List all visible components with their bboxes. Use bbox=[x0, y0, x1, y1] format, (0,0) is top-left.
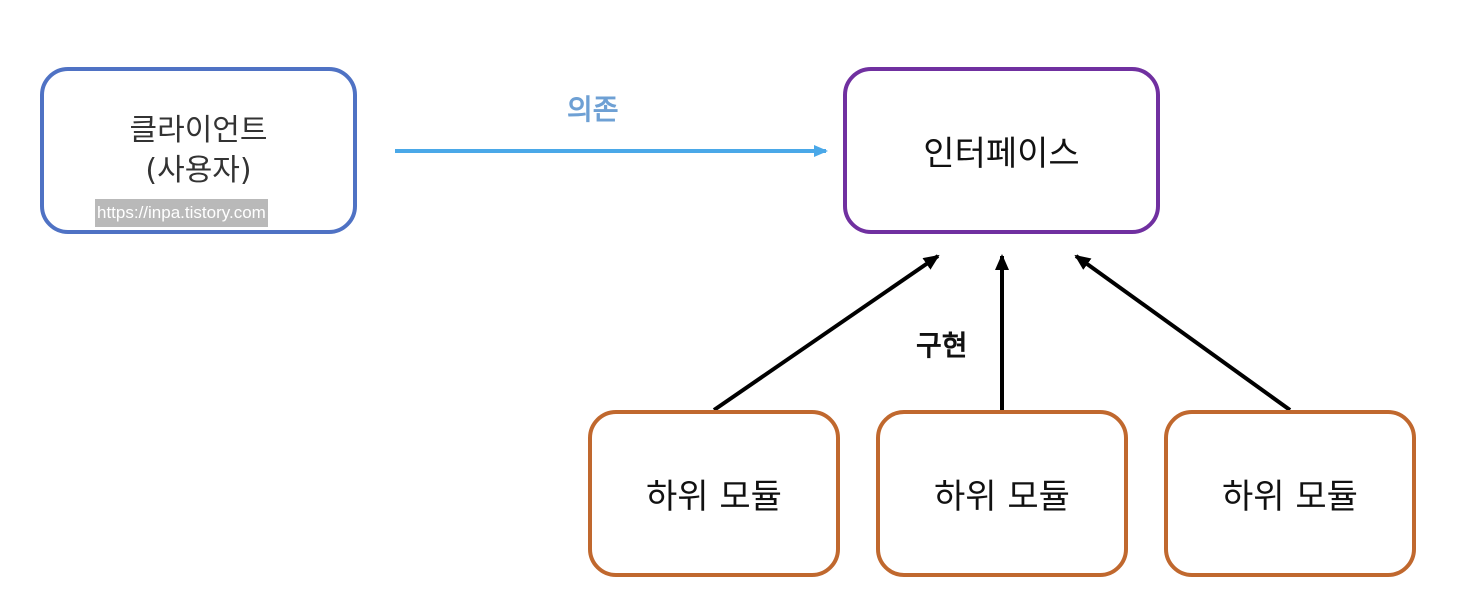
interface-node-label: 인터페이스 bbox=[923, 134, 1080, 174]
interface-node: 인터페이스 bbox=[843, 67, 1160, 234]
submodule-node-label: 하위 모듈 bbox=[646, 477, 782, 517]
submodule-node-label: 하위 모듈 bbox=[934, 477, 1070, 517]
depend-label: 의존 bbox=[567, 93, 619, 126]
watermark: https://inpa.tistory.com bbox=[95, 199, 268, 227]
client-node: 클라이언트 (사용자) bbox=[40, 67, 357, 234]
implement-arrow-left bbox=[712, 254, 940, 412]
implement-arrow-right bbox=[1074, 254, 1292, 412]
submodule-node-3: 하위 모듈 bbox=[1164, 410, 1416, 577]
client-node-label: 클라이언트 bbox=[129, 112, 268, 148]
implement-label: 구현 bbox=[916, 329, 968, 362]
client-node-sublabel: (사용자) bbox=[145, 152, 252, 188]
submodule-node-1: 하위 모듈 bbox=[588, 410, 840, 577]
submodule-node-label: 하위 모듈 bbox=[1222, 477, 1358, 517]
submodule-node-2: 하위 모듈 bbox=[876, 410, 1128, 577]
